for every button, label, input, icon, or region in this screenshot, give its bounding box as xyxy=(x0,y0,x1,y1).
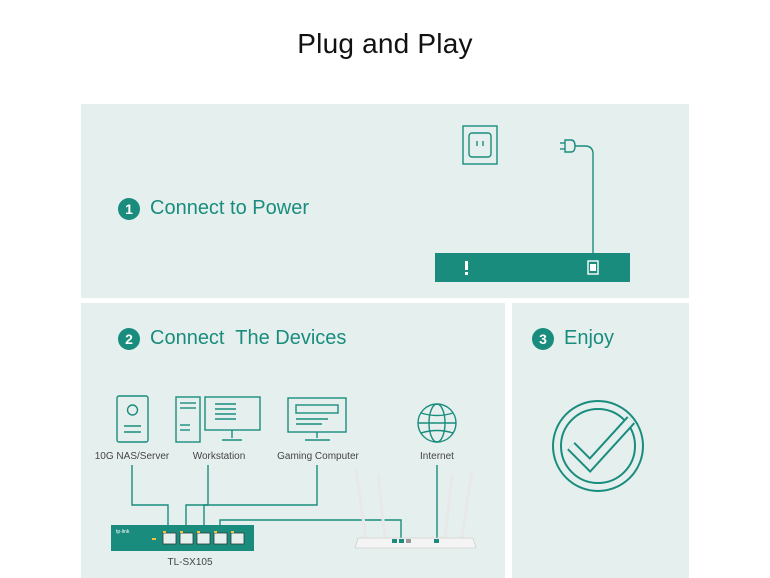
power-plug-icon xyxy=(560,139,594,253)
step-2-heading: 2 Connect The Devices xyxy=(118,327,346,350)
device-label-nas: 10G NAS/Server xyxy=(94,451,170,462)
gaming-computer-icon xyxy=(287,397,347,441)
switch-rear-panel xyxy=(435,253,630,282)
step-1-heading: 1 Connect to Power xyxy=(118,197,309,220)
step-2-label: Connect The Devices xyxy=(150,327,347,349)
step-2-number: 2 xyxy=(118,327,140,350)
device-label-gaming: Gaming Computer xyxy=(277,451,359,462)
router-icon xyxy=(354,469,477,549)
step-3-heading: 3 Enjoy xyxy=(532,327,614,350)
nas-server-icon xyxy=(116,395,149,443)
step-3-label: Enjoy xyxy=(564,327,615,349)
switch-model-label: TL-SX105 xyxy=(167,557,213,568)
step-3-number: 3 xyxy=(532,327,554,350)
power-outlet-icon xyxy=(462,125,498,165)
device-label-workstation: Workstation xyxy=(192,451,246,462)
switch-brand-logo: tp-link xyxy=(116,529,130,535)
device-label-internet: Internet xyxy=(420,451,454,462)
step-1-label: Connect to Power xyxy=(150,197,309,219)
page-title: Plug and Play xyxy=(297,28,473,59)
workstation-icon xyxy=(175,396,261,443)
check-circle-icon xyxy=(552,400,644,492)
ethernet-cables xyxy=(131,465,438,540)
globe-icon xyxy=(417,403,457,443)
switch-tl-sx105: tp-link xyxy=(111,525,254,551)
step-1-number: 1 xyxy=(118,197,140,220)
